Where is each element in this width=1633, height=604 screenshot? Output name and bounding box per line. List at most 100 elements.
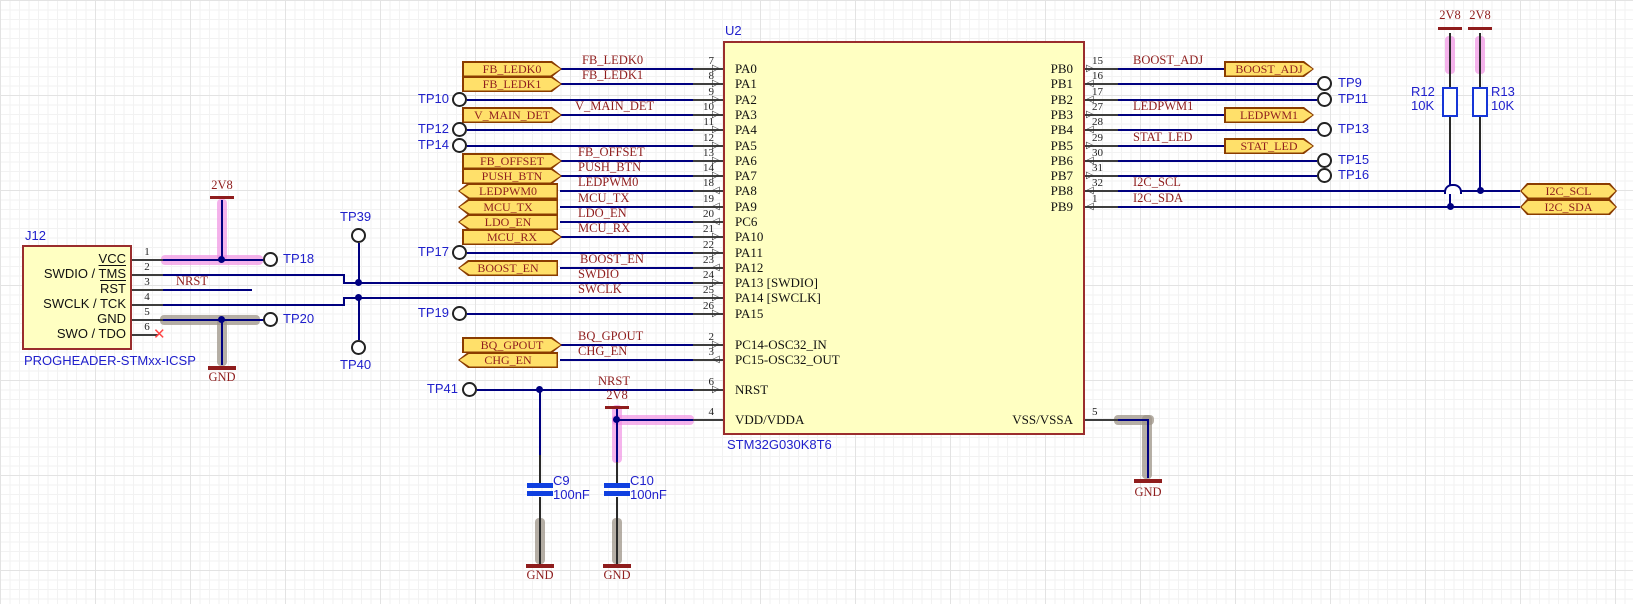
wire-vdd[interactable] [616, 419, 693, 421]
resistor-r12[interactable] [1442, 87, 1458, 117]
wire[interactable] [343, 297, 345, 306]
capacitor-value[interactable]: 100nF [630, 487, 667, 502]
net-label[interactable]: LDO_EN [578, 206, 627, 220]
wire[interactable] [616, 409, 618, 462]
testpoint-label[interactable]: TP12 [417, 121, 449, 136]
port-push-btn[interactable]: PUSH_BTN [462, 168, 562, 184]
testpoint-label[interactable]: TP41 [426, 381, 458, 396]
wire[interactable] [1118, 175, 1317, 177]
capacitor-c10[interactable] [604, 491, 630, 496]
resistor-r13[interactable] [1472, 87, 1488, 117]
capacitor-value[interactable]: 100nF [553, 487, 590, 502]
net-label[interactable]: BOOST_EN [580, 252, 644, 266]
port-mcu-tx[interactable]: MCU_TX [458, 199, 558, 215]
testpoint-tp11[interactable] [1317, 92, 1332, 107]
testpoint-label[interactable]: TP17 [417, 244, 449, 259]
wire[interactable] [560, 267, 693, 269]
capacitor-c9[interactable] [527, 491, 553, 496]
net-label[interactable]: CHG_EN [578, 344, 628, 358]
net-label[interactable]: MCU_TX [578, 191, 630, 205]
testpoint-label[interactable]: TP39 [340, 209, 372, 224]
wire[interactable] [163, 304, 345, 306]
testpoint-label[interactable]: TP9 [1338, 75, 1362, 90]
port-boost-adj[interactable]: BOOST_ADJ [1224, 61, 1314, 77]
port-i2c-sda[interactable]: I2C_SDA [1520, 199, 1617, 215]
port-stat-led[interactable]: STAT_LED [1224, 138, 1314, 154]
capacitor-designator[interactable]: C9 [553, 473, 570, 488]
port-fb-ledk0[interactable]: FB_LEDK0 [462, 61, 562, 77]
testpoint-tp16[interactable] [1317, 168, 1332, 183]
testpoint-tp41[interactable] [462, 382, 477, 397]
net-label[interactable]: V_MAIN_DET [575, 99, 655, 113]
mcu-body[interactable] [723, 41, 1085, 435]
testpoint-label[interactable]: TP10 [417, 91, 449, 106]
testpoint-label[interactable]: TP14 [417, 137, 449, 152]
port-ledpwm0[interactable]: LEDPWM0 [458, 183, 558, 199]
testpoint-tp19[interactable] [452, 306, 467, 321]
wire[interactable] [1118, 99, 1317, 101]
wire[interactable] [467, 99, 693, 101]
mcu-designator[interactable]: U2 [725, 23, 742, 38]
wire[interactable] [1449, 150, 1451, 208]
port-i2c-scl[interactable]: I2C_SCL [1520, 183, 1617, 199]
wire-i2c-sda[interactable] [1118, 206, 1520, 208]
wire[interactable] [1479, 150, 1481, 192]
wire[interactable] [358, 243, 360, 284]
resistor-value[interactable]: 10K [1411, 98, 1435, 113]
wire[interactable] [1118, 129, 1317, 131]
capacitor-designator[interactable]: C10 [630, 473, 654, 488]
net-label[interactable]: FB_LEDK1 [582, 68, 644, 82]
wire[interactable] [1118, 160, 1317, 162]
testpoint-label[interactable]: TP20 [283, 311, 315, 326]
testpoint-tp20[interactable] [263, 312, 278, 327]
wire[interactable] [163, 319, 264, 321]
power-label-gnd[interactable]: GND [603, 568, 631, 582]
mcu-part-number[interactable]: STM32G030K8T6 [727, 437, 832, 452]
connector-part-number[interactable]: PROGHEADER-STMxx-ICSP [24, 353, 196, 368]
port-boost-en[interactable]: BOOST_EN [458, 260, 558, 276]
wire-vss[interactable] [1118, 419, 1149, 421]
wire[interactable] [163, 289, 252, 291]
wire[interactable] [1118, 68, 1224, 70]
testpoint-tp17[interactable] [452, 245, 467, 260]
wire[interactable] [1118, 145, 1224, 147]
wire-vss[interactable] [1147, 419, 1149, 478]
wire[interactable] [560, 221, 693, 223]
power-label-gnd[interactable]: GND [526, 568, 554, 582]
net-label[interactable]: SWCLK [578, 282, 622, 296]
net-label[interactable]: I2C_SCL [1133, 175, 1181, 189]
net-label[interactable]: I2C_SDA [1133, 191, 1184, 205]
power-label-2v8[interactable]: 2V8 [1439, 8, 1461, 22]
wire[interactable] [539, 390, 541, 455]
net-label[interactable]: FB_LEDK0 [582, 53, 644, 67]
testpoint-tp40[interactable] [351, 340, 366, 355]
port-chg-en[interactable]: CHG_EN [458, 352, 558, 368]
power-label-2v8[interactable]: 2V8 [606, 388, 628, 402]
wire[interactable] [1118, 83, 1317, 85]
testpoint-label[interactable]: TP40 [340, 357, 372, 372]
wire[interactable] [560, 190, 693, 192]
power-label-2v8[interactable]: 2V8 [1469, 8, 1491, 22]
testpoint-tp9[interactable] [1317, 76, 1332, 91]
wire[interactable] [221, 320, 223, 365]
net-label[interactable]: FB_OFFSET [578, 145, 645, 159]
resistor-designator[interactable]: R13 [1491, 84, 1515, 99]
wire[interactable] [560, 160, 693, 162]
wire-nrst[interactable] [477, 389, 693, 391]
net-label[interactable]: BOOST_ADJ [1133, 53, 1204, 67]
net-label[interactable]: LEDPWM1 [1133, 99, 1194, 113]
wire[interactable] [163, 274, 345, 276]
testpoint-tp13[interactable] [1317, 122, 1332, 137]
port-ledpwm1[interactable]: LEDPWM1 [1224, 107, 1314, 123]
wire[interactable] [467, 313, 693, 315]
wire[interactable] [221, 200, 223, 261]
net-label[interactable]: BQ_GPOUT [578, 329, 644, 343]
wire[interactable] [163, 259, 264, 261]
wire[interactable] [560, 175, 693, 177]
net-label[interactable]: NRST [176, 274, 208, 288]
testpoint-tp15[interactable] [1317, 153, 1332, 168]
wire-i2c-scl[interactable] [1118, 190, 1445, 192]
port-fb-ledk1[interactable]: FB_LEDK1 [462, 76, 562, 92]
testpoint-tp18[interactable] [263, 252, 278, 267]
power-label-gnd[interactable]: GND [1134, 485, 1162, 499]
